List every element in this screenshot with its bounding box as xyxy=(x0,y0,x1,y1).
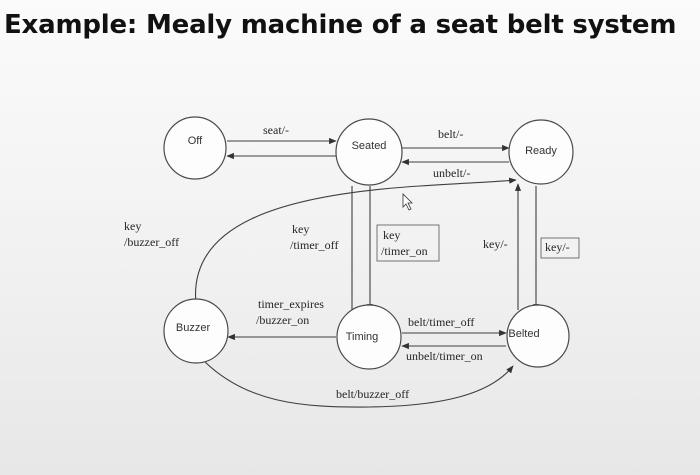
state-timing: Timing xyxy=(336,304,402,370)
label-seated-to-ready: belt/- xyxy=(438,127,463,141)
state-label: Belted xyxy=(508,328,539,340)
label-timing-to-belted: belt/timer_off xyxy=(408,315,474,329)
label-box-seated-to-timing xyxy=(376,224,440,262)
state-off: Off xyxy=(163,116,227,180)
label-seated-to-timing-line2: /timer_on xyxy=(381,244,428,258)
label-timing-to-buzzer-line1: timer_expires xyxy=(258,297,324,311)
state-label: Buzzer xyxy=(176,322,211,334)
label-buzzer-to-belted: belt/buzzer_off xyxy=(336,387,409,401)
state-buzzer: Buzzer xyxy=(163,298,229,364)
state-ready: Ready xyxy=(508,119,574,185)
label-ready-to-belted: key/- xyxy=(545,240,570,254)
mouse-cursor-icon xyxy=(402,193,413,211)
state-label: Ready xyxy=(525,145,557,157)
label-box-ready-to-belted xyxy=(540,237,580,259)
label-belted-to-timing: unbelt/timer_on xyxy=(406,349,483,363)
edge-buzzer-to-belted xyxy=(202,359,514,408)
label-off-to-seated: seat/- xyxy=(263,123,289,137)
label-buzzer-to-off-line1: key xyxy=(124,219,141,233)
label-buzzer-to-off-line2: /buzzer_off xyxy=(124,235,179,249)
label-timing-to-buzzer-line2: /buzzer_on xyxy=(256,313,309,327)
state-label: Seated xyxy=(352,140,387,152)
state-label: Off xyxy=(188,135,203,147)
state-label: Timing xyxy=(346,331,379,343)
label-seated-to-timing-line1: key xyxy=(383,228,400,242)
page-title: Example: Mealy machine of a seat belt sy… xyxy=(4,10,677,40)
label-ready-to-seated: unbelt/- xyxy=(433,166,470,180)
label-belted-to-ready: key/- xyxy=(483,237,508,251)
state-belted: Belted xyxy=(506,304,570,368)
label-seated-to-off-line1: key xyxy=(292,222,309,236)
edge-buzzer-to-ready xyxy=(195,177,517,305)
label-seated-to-off-line2: /timer_off xyxy=(290,238,338,252)
state-seated: Seated xyxy=(335,118,403,186)
